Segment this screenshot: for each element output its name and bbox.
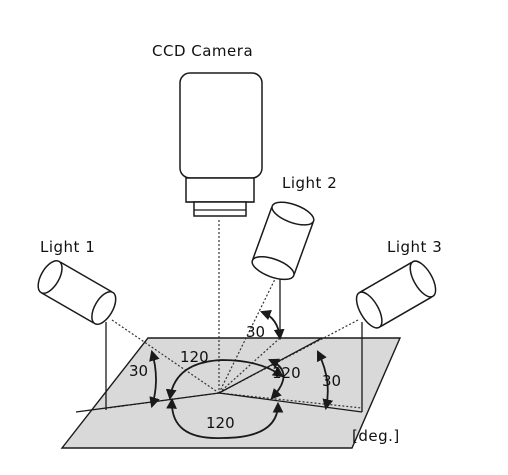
light2-elevation-value: 30: [246, 323, 265, 341]
light3-elevation-value: 30: [322, 372, 341, 390]
camera-label: CCD Camera: [152, 42, 253, 60]
light2-cylinder: [251, 201, 315, 281]
light3-cylinder: [355, 260, 437, 329]
light1-label: Light 1: [40, 238, 95, 256]
ccd-camera: [179, 72, 263, 217]
light1-cylinder: [37, 260, 117, 325]
light1-beam: [111, 319, 220, 394]
light1-elevation-value: 30: [129, 362, 148, 380]
light3-elevation-arc: [317, 350, 334, 411]
azimuth-arc-right: [268, 358, 285, 400]
unit-label: [deg.]: [352, 427, 400, 445]
light2-elevation-arc: [259, 309, 285, 341]
light3-label: Light 3: [387, 238, 442, 256]
azimuth-right-value: 120: [272, 364, 301, 382]
azimuth-arc-bottom: [166, 397, 284, 439]
azimuth-top-value: 120: [180, 348, 209, 366]
light2-label: Light 2: [282, 174, 337, 192]
azimuth-arc-top: [165, 359, 284, 401]
light1-elevation-arc: [149, 349, 160, 409]
azimuth-bottom-value: 120: [206, 414, 235, 432]
